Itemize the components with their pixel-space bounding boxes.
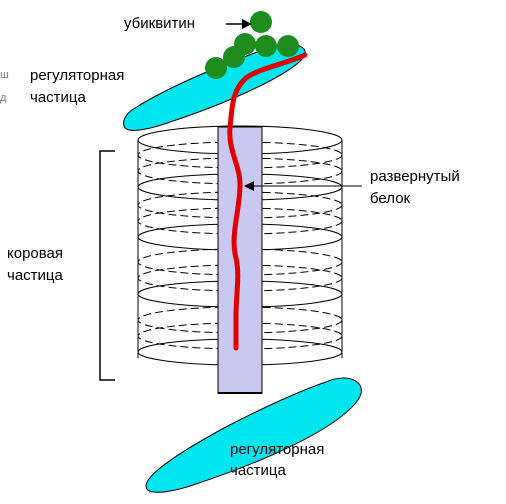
ubiquitin-arrow	[226, 19, 252, 29]
regulatory-particle-top-label-2: частица	[30, 88, 86, 107]
regulatory-particle-bottom-label-1: регуляторная	[230, 440, 324, 459]
edge-glyph-2: д	[0, 93, 6, 104]
core-particle-label-1: коровая	[7, 244, 63, 263]
ubiquitin-ball	[205, 57, 227, 79]
ubiquitin-label: убиквитин	[124, 14, 195, 33]
central-channel	[218, 127, 262, 393]
edge-glyph-1: ш	[0, 70, 9, 81]
unfolded-protein-label-1: развернутый	[370, 167, 460, 186]
ubiquitin-ball	[255, 35, 277, 57]
regulatory-particle-top-label-1: регуляторная	[30, 66, 124, 85]
core-bracket	[100, 151, 115, 380]
unfolded-protein-label-2: белок	[370, 189, 410, 208]
ubiquitin-ball	[277, 35, 299, 57]
ubiquitin-ball	[250, 11, 272, 33]
regulatory-particle-bottom-label-2: частица	[230, 461, 286, 480]
core-particle-label-2: частица	[7, 266, 63, 285]
